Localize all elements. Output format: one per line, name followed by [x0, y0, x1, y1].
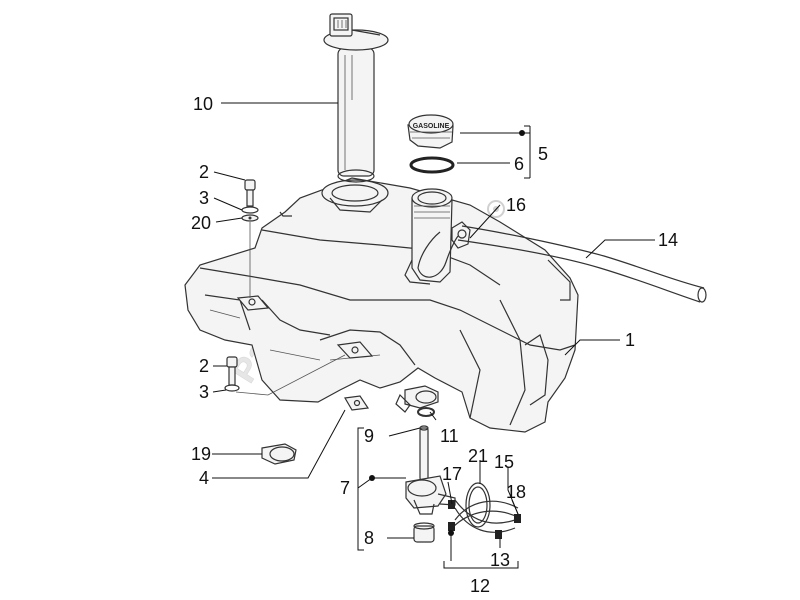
o-ring [409, 156, 455, 174]
callout-12: 12 [470, 576, 490, 596]
callouts: 1 2 3 20 2 3 19 4 5 6 7 8 9 10 11 12 13 … [191, 94, 678, 596]
callout-17: 17 [442, 464, 462, 484]
callout-1: 1 [625, 330, 635, 350]
breather-hose [417, 225, 707, 303]
callout-7: 7 [340, 478, 350, 498]
callout-8: 8 [364, 528, 374, 548]
callout-21: 21 [468, 446, 488, 466]
callout-2-bottom: 2 [199, 356, 209, 376]
callout-18: 18 [506, 482, 526, 502]
fuel-hose-clamp [395, 385, 439, 413]
sealing-washer [417, 407, 435, 417]
callout-3-bottom: 3 [199, 382, 209, 402]
tank-clamp [261, 443, 297, 465]
callout-16: 16 [506, 195, 526, 215]
callout-20: 20 [191, 213, 211, 233]
top-bolt-set [241, 179, 259, 298]
callout-15: 15 [494, 452, 514, 472]
callout-13: 13 [490, 550, 510, 570]
callout-14: 14 [658, 230, 678, 250]
fuel-level-sender [323, 13, 389, 183]
callout-19: 19 [191, 444, 211, 464]
filter-sleeve [413, 522, 435, 543]
leader-lines [212, 102, 655, 569]
fuel-hoses [451, 482, 521, 533]
callout-11: 11 [440, 426, 459, 446]
callout-10: 10 [193, 94, 213, 114]
fuel-tank [184, 177, 579, 433]
fuel-tap [405, 425, 456, 515]
hose-clips [448, 500, 521, 539]
callout-4: 4 [199, 468, 209, 488]
callout-5: 5 [538, 144, 548, 164]
callout-2-top: 2 [199, 162, 209, 182]
fuel-cap: GASOLINE [407, 114, 454, 149]
cap-label: GASOLINE [413, 123, 450, 130]
callout-6: 6 [514, 154, 524, 174]
callout-9: 9 [364, 426, 374, 446]
bottom-bolt-set [224, 354, 346, 396]
callout-3-top: 3 [199, 188, 209, 208]
